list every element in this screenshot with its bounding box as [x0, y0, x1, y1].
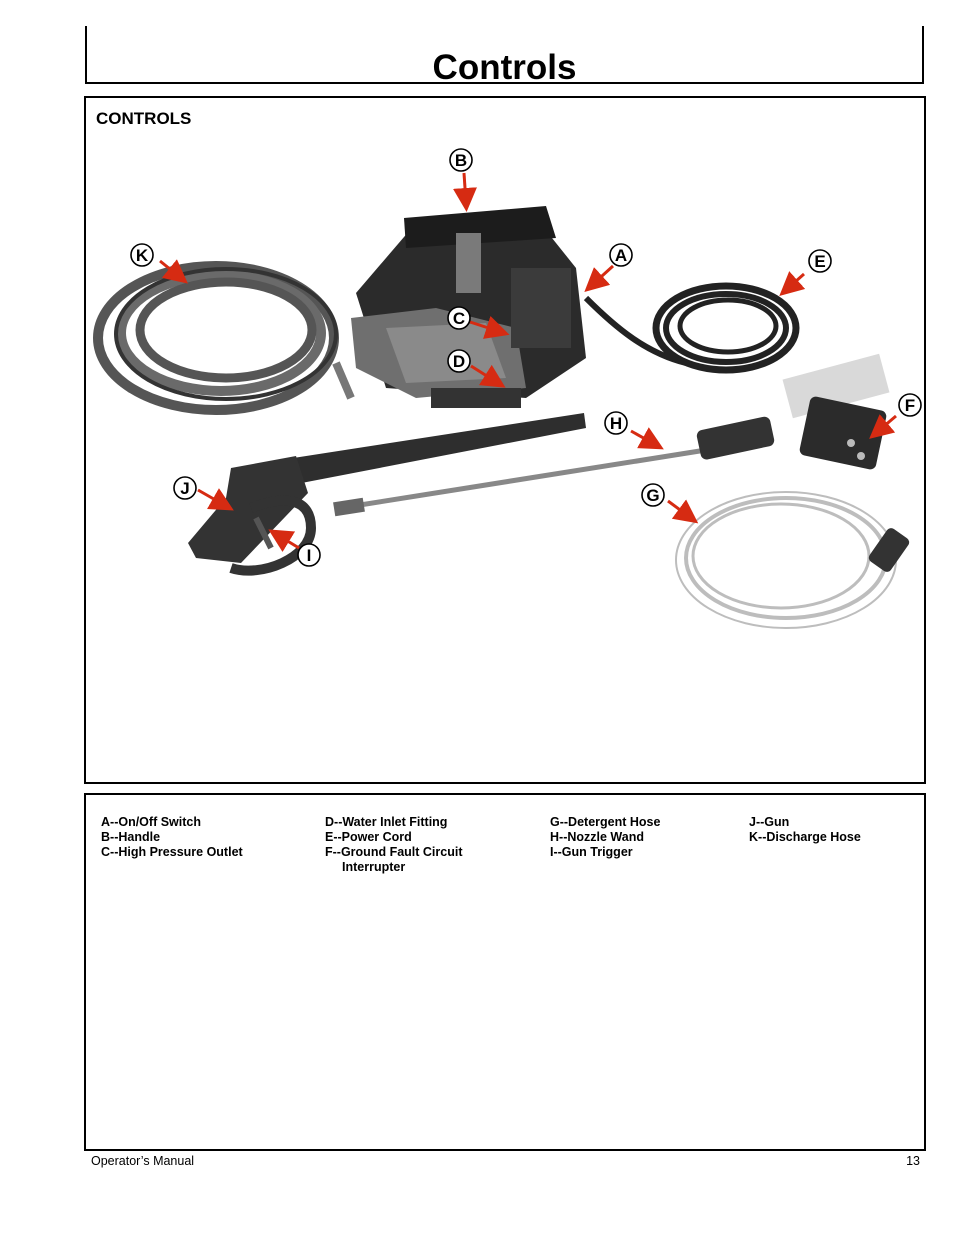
legend-item: E--Power Cord [325, 830, 412, 844]
svg-text:G: G [646, 486, 659, 505]
legend-column-4: J--Gun K--Discharge Hose [749, 815, 861, 845]
callout-H: H [604, 411, 628, 435]
footer-manual-label: Operator’s Manual [91, 1154, 195, 1168]
svg-text:C: C [453, 309, 465, 328]
callout-A: A [609, 243, 633, 267]
callout-D: D [447, 349, 471, 373]
page-title: Controls [432, 48, 577, 87]
legend-item: Interrupter [342, 860, 406, 874]
legend-item: I--Gun Trigger [550, 845, 633, 859]
legend-item: C--High Pressure Outlet [101, 845, 243, 859]
title-box: Controls [85, 26, 924, 87]
legend-box: A--On/Off Switch B--Handle C--High Press… [84, 793, 926, 1151]
figure-box: CONTROLS [84, 96, 926, 784]
svg-text:D: D [453, 352, 465, 371]
callout-arrows [159, 172, 897, 553]
svg-text:J: J [180, 479, 189, 498]
svg-text:F: F [905, 396, 915, 415]
legend-item: G--Detergent Hose [550, 815, 661, 829]
svg-text:A: A [615, 246, 627, 265]
section-heading: CONTROLS [96, 109, 192, 128]
svg-text:B: B [455, 151, 467, 170]
legend-item: D--Water Inlet Fitting [325, 815, 448, 829]
legend-column-2: D--Water Inlet Fitting E--Power Cord F--… [325, 815, 462, 875]
callout-C: C [447, 306, 471, 330]
callout-E: E [808, 249, 832, 273]
svg-text:E: E [814, 252, 825, 271]
callout-B: B [449, 148, 473, 172]
page-number: 13 [906, 1154, 920, 1168]
svg-text:H: H [610, 414, 622, 433]
callout-G: G [641, 483, 665, 507]
gfci-drawing [782, 353, 890, 470]
nozzle-wand-drawing [333, 416, 775, 517]
legend-column-1: A--On/Off Switch B--Handle C--High Press… [101, 815, 243, 860]
svg-text:I: I [307, 546, 312, 565]
gun-drawing [188, 413, 586, 576]
callout-K: K [130, 243, 154, 267]
legend-item: J--Gun [749, 815, 790, 829]
callout-I: I [297, 543, 321, 567]
callout-J: J [173, 476, 197, 500]
discharge-hose-drawing [93, 261, 355, 415]
legend-item: H--Nozzle Wand [550, 830, 644, 844]
pressure-washer-illustration: A B C D E F G H [93, 148, 922, 629]
legend-item: K--Discharge Hose [749, 830, 861, 844]
legend-item: A--On/Off Switch [101, 815, 201, 829]
legend-column-3: G--Detergent Hose H--Nozzle Wand I--Gun … [550, 815, 660, 860]
legend-item: F--Ground Fault Circuit [325, 845, 463, 859]
power-cord-drawing [583, 282, 800, 374]
callout-F: F [898, 393, 922, 417]
svg-text:K: K [136, 246, 149, 265]
detergent-hose-drawing [675, 491, 910, 629]
pump-motor-drawing [351, 206, 586, 408]
legend-item: B--Handle [101, 830, 161, 844]
